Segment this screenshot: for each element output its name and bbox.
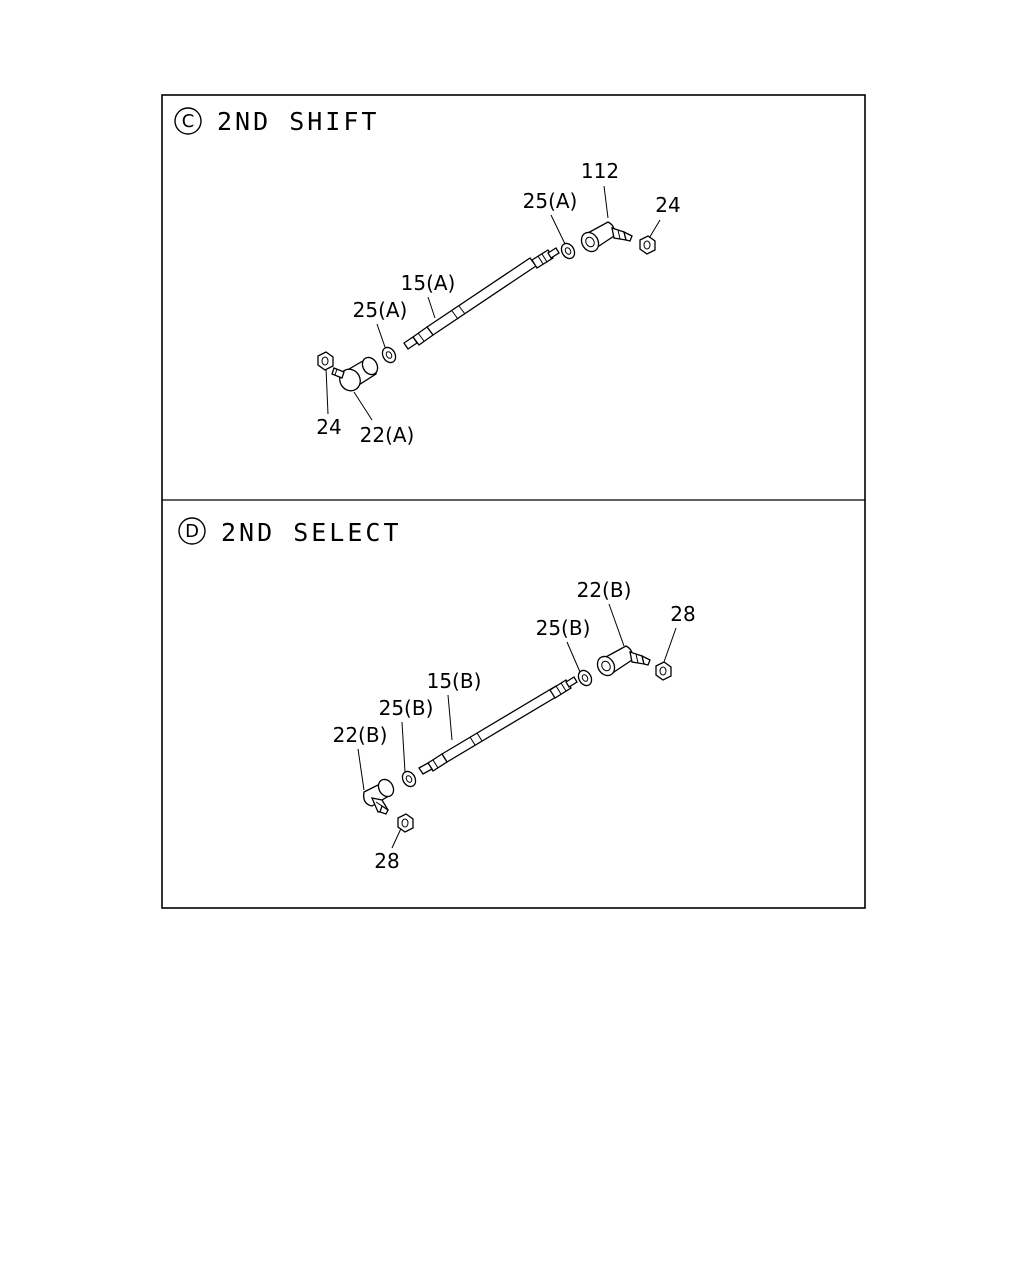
panel-title: 2ND SELECT [221, 518, 402, 547]
callout-25b-upper: 25(B) [536, 616, 591, 640]
nut-24-lower [317, 351, 334, 371]
callout-22a: 22(A) [360, 423, 415, 447]
callout-28-upper: 28 [670, 602, 695, 626]
nut-25a-upper [560, 242, 576, 260]
ball-joint-112 [580, 221, 633, 253]
callout-24-lower: 24 [316, 415, 341, 439]
callout-15b: 15(B) [427, 669, 482, 693]
badge-letter: C [182, 111, 195, 132]
panel-badge: D [178, 517, 206, 545]
panel-badge: C [174, 107, 202, 135]
leader-lines [357, 603, 677, 849]
ball-joint-22b-upper [596, 645, 651, 677]
panel-2nd-select: D 2ND SELECT 22(B) 25(B) 28 15(B) 25(B) … [178, 517, 696, 873]
badge-letter: D [185, 521, 199, 542]
callout-22b-lower: 22(B) [333, 723, 388, 747]
rod-15a [403, 247, 560, 350]
ball-joint-22b-lower [363, 778, 395, 815]
nut-25b-upper [577, 669, 593, 687]
rod-15b [418, 676, 578, 775]
diagram-frame [161, 94, 866, 909]
callout-24-upper: 24 [655, 193, 680, 217]
callout-25a-upper: 25(A) [523, 189, 578, 213]
callout-22b-upper: 22(B) [577, 578, 632, 602]
callout-28-lower: 28 [374, 849, 399, 873]
callout-112: 112 [581, 159, 619, 183]
panel-2nd-shift: C 2ND SHIFT 112 25(A) 24 15(A) 25(A) 24 … [174, 107, 681, 447]
callout-25b-lower: 25(B) [379, 696, 434, 720]
callout-25a-lower: 25(A) [353, 298, 408, 322]
callout-15a: 15(A) [401, 271, 456, 295]
nut-28-lower [397, 813, 414, 833]
nut-28-upper [655, 661, 672, 681]
nut-24-upper [639, 235, 656, 255]
ball-joint-22a [331, 356, 379, 392]
nut-25a-lower [381, 346, 397, 364]
nut-25b-lower [401, 770, 417, 788]
panel-title: 2ND SHIFT [217, 107, 379, 136]
